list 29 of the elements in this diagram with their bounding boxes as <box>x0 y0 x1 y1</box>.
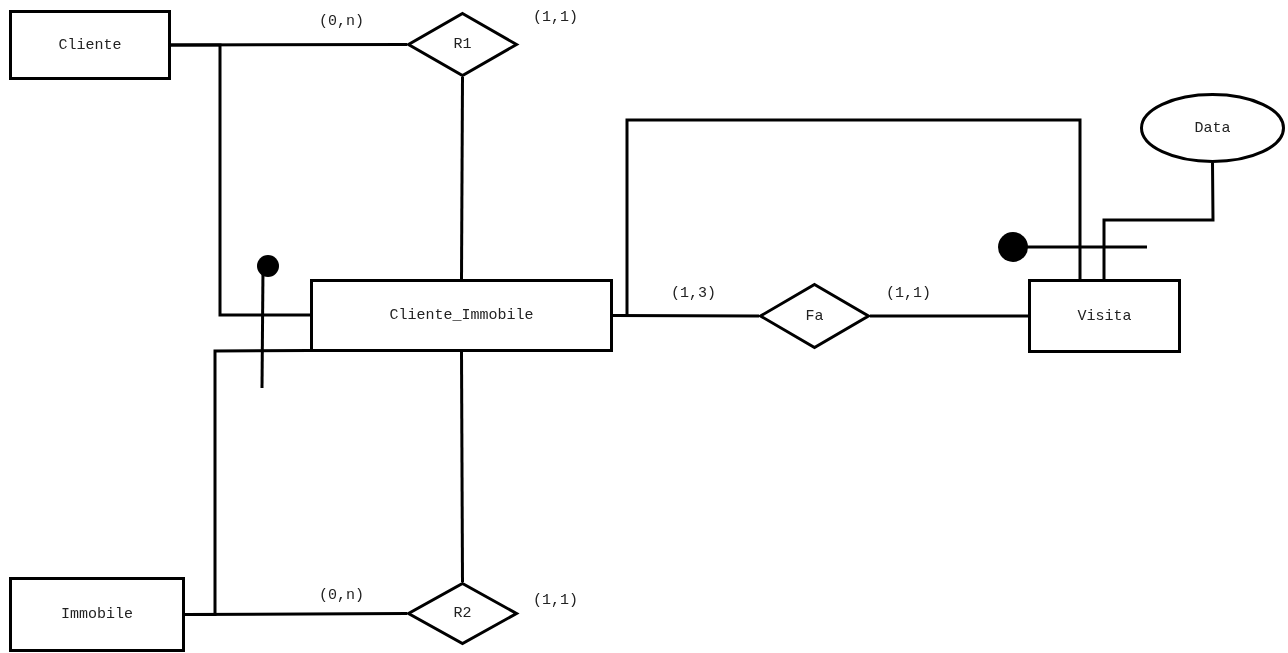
connector-line <box>171 43 407 47</box>
relationship-diamond <box>407 12 518 77</box>
cardinality-label: (1,1) <box>885 286 932 302</box>
entity-box <box>310 279 613 352</box>
relationship-name: Fa <box>805 307 824 325</box>
connector-line <box>870 314 1028 318</box>
connector-line <box>1102 163 1215 279</box>
connector-line <box>460 352 464 582</box>
connector-line <box>185 612 407 616</box>
cardinality-label: (1,1) <box>532 10 579 26</box>
entity-box <box>9 10 171 80</box>
entity-name: Immobile <box>61 606 133 623</box>
cardinality-label: (1,3) <box>670 286 717 302</box>
relationship-diamond <box>759 283 870 349</box>
attribute-name: Data <box>1194 119 1231 137</box>
cardinality-label: (0,n) <box>318 588 365 604</box>
entity-name: Visita <box>1077 307 1132 325</box>
entity-name: Cliente <box>58 36 122 54</box>
cardinality-label: (1,1) <box>532 593 579 609</box>
attribute-ellipse <box>1140 93 1285 163</box>
entity-box <box>9 577 185 652</box>
entity-name: Cliente_Immobile <box>389 307 534 324</box>
relationship-name: R1 <box>453 36 472 53</box>
cardinality-label: (0,n) <box>318 14 365 30</box>
entity-box <box>1028 279 1181 353</box>
relationship-name: R2 <box>453 605 472 622</box>
connector-line <box>171 43 310 317</box>
connector-line <box>460 77 464 279</box>
relationship-diamond <box>407 582 518 645</box>
